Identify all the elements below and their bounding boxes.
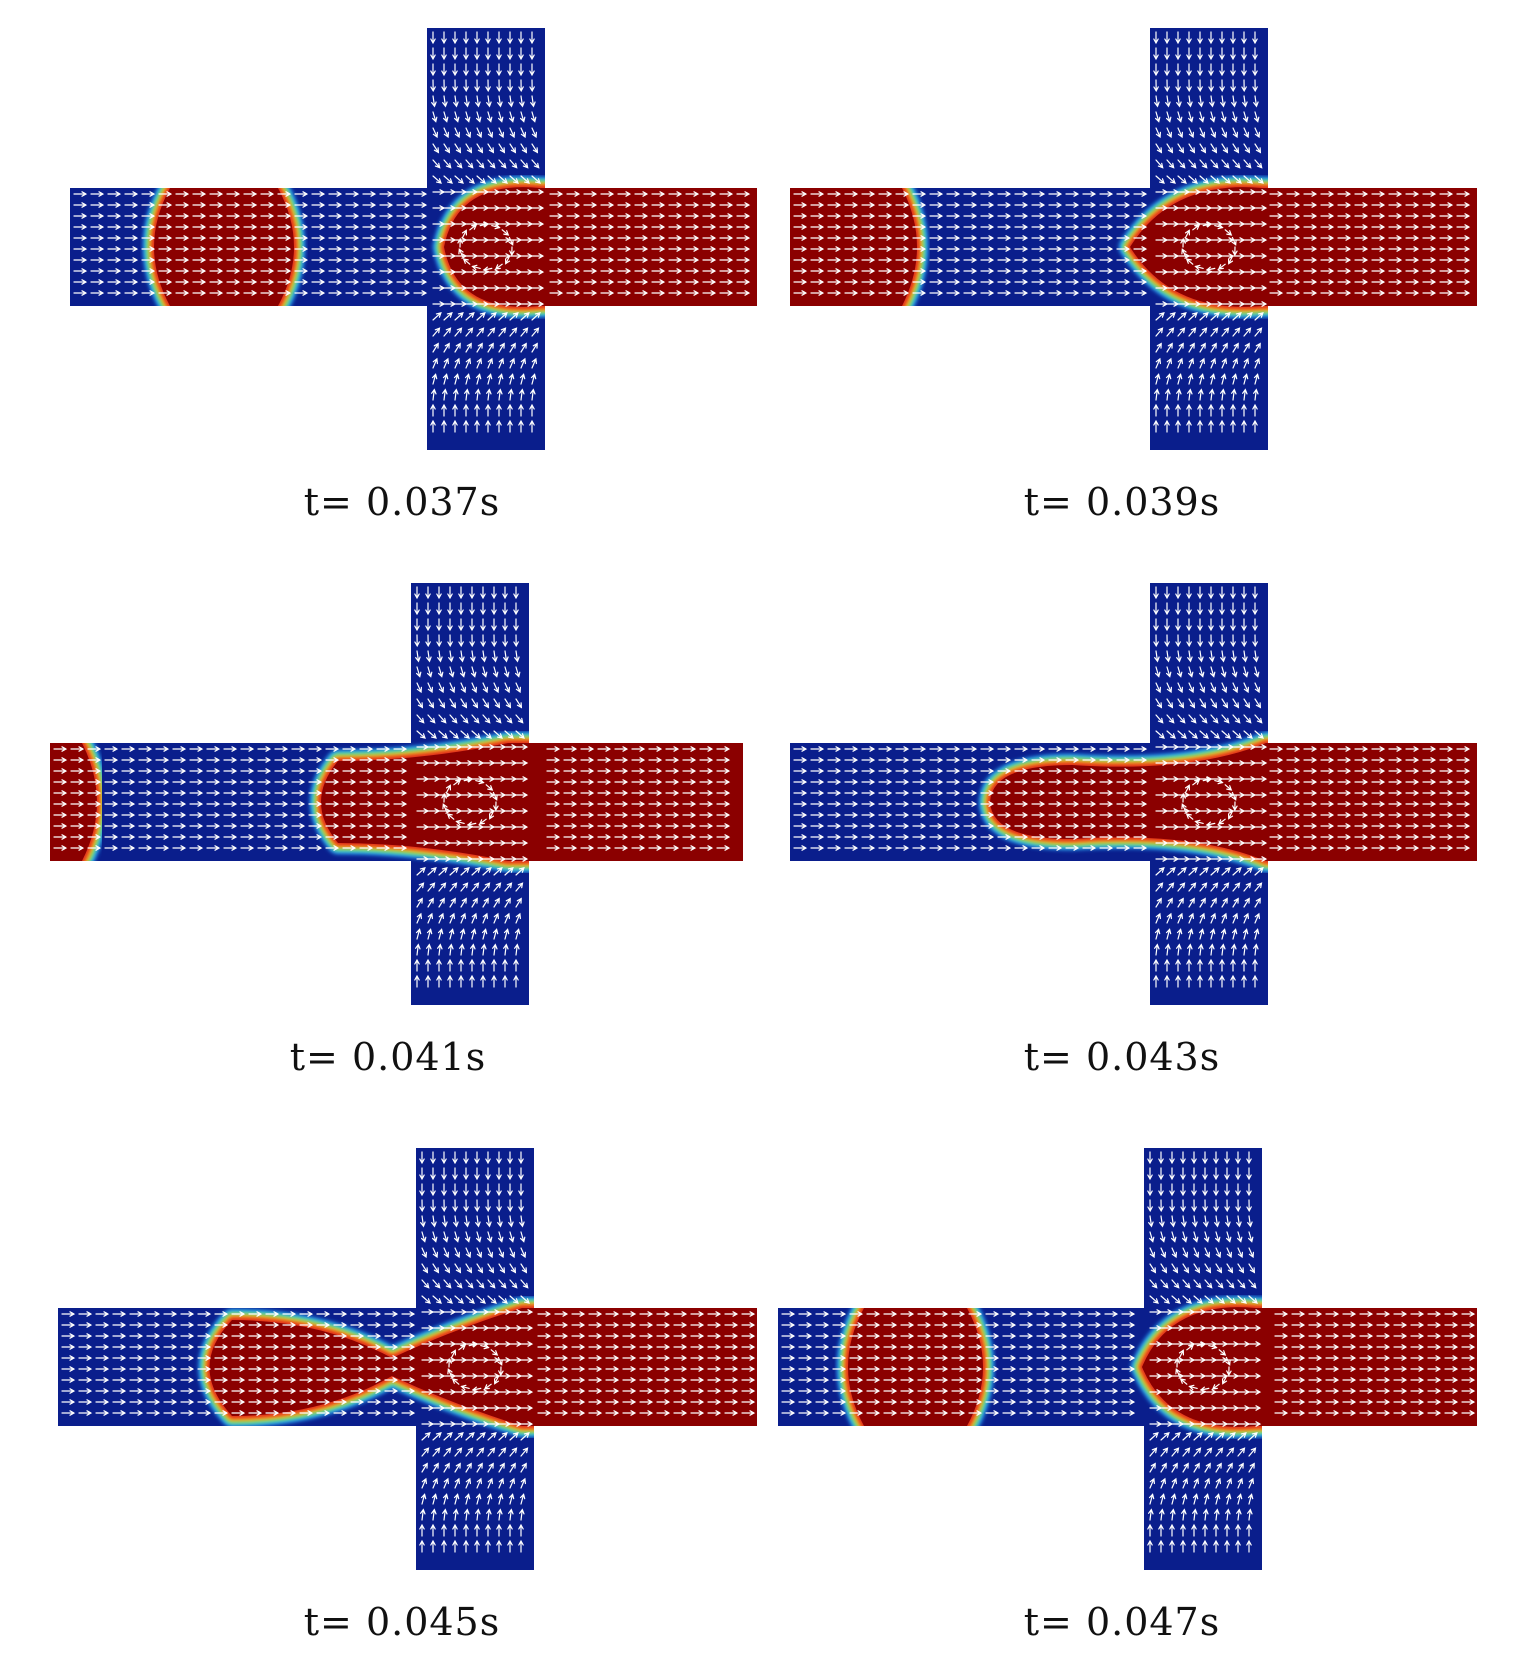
channel-field — [790, 28, 1477, 450]
frame-panel-6: t= 0.047s — [772, 1140, 1477, 1680]
dispersed-phase-drop — [50, 732, 108, 872]
dispersed-phase-drop — [143, 177, 305, 317]
frame-panel-3: t= 0.041s — [38, 575, 743, 1115]
frame-panel-1: t= 0.037s — [52, 20, 757, 560]
time-label-2: t= 0.039s — [1023, 480, 1221, 524]
velocity-vector-field — [781, 1151, 1476, 1553]
channel-simulation-6 — [778, 1148, 1477, 1570]
frame-panel-5: t= 0.045s — [52, 1140, 757, 1680]
frame-panel-4: t= 0.043s — [772, 575, 1477, 1115]
velocity-vector-field — [793, 586, 1471, 988]
velocity-vector-field — [53, 586, 731, 988]
channel-field — [790, 583, 1477, 1005]
channel-simulation-3 — [50, 583, 743, 1005]
channel-field — [58, 1148, 757, 1570]
dispersed-phase-drop — [310, 732, 743, 872]
dispersed-phase-drop — [1131, 1296, 1477, 1438]
channel-simulation-1 — [70, 28, 757, 450]
frame-panel-2: t= 0.039s — [772, 20, 1477, 560]
time-label-4: t= 0.043s — [1023, 1035, 1221, 1079]
channel-simulation-2 — [790, 28, 1477, 450]
velocity-vector-field — [73, 31, 751, 433]
channel-field — [70, 28, 757, 450]
channel-simulation-4 — [790, 583, 1477, 1005]
dispersed-phase-drop — [198, 1297, 757, 1437]
time-label-1: t= 0.037s — [303, 480, 501, 524]
channel-field — [778, 1148, 1477, 1570]
time-label-5: t= 0.045s — [303, 1600, 501, 1644]
velocity-vector-field — [793, 31, 1471, 433]
velocity-vector-field — [61, 1151, 756, 1553]
time-label-6: t= 0.047s — [1023, 1600, 1221, 1644]
channel-field — [50, 583, 743, 1005]
channel-simulation-5 — [58, 1148, 757, 1570]
time-label-3: t= 0.041s — [289, 1035, 487, 1079]
